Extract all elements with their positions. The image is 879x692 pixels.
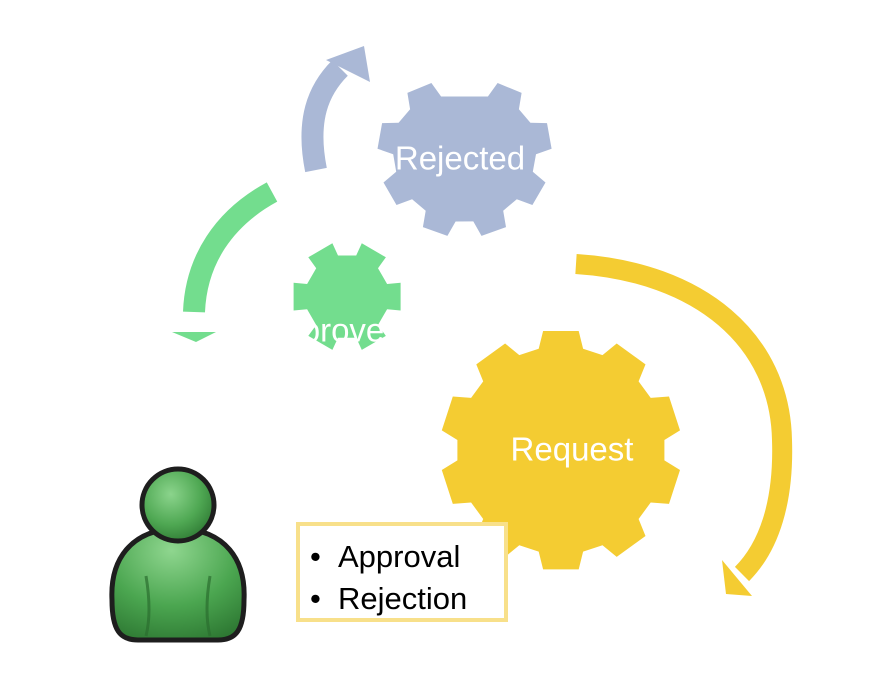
user-icon [109, 466, 247, 643]
gear-label-approved: Approved [261, 312, 402, 349]
gear-label-rejected: Rejected [395, 140, 525, 177]
decision-callout: • Approval • Rejection [296, 522, 508, 622]
bullet: • [310, 581, 321, 616]
gear-label-request: Request [511, 431, 634, 468]
list-item-approval: • Approval [310, 536, 496, 578]
gear-approved [293, 243, 401, 350]
gear-request [441, 331, 680, 570]
blue-arrow [301, 46, 370, 173]
list-item-label: Approval [338, 539, 461, 574]
list-item-label: Rejection [338, 581, 468, 616]
bullet: • [310, 539, 321, 574]
decision-list: • Approval • Rejection [310, 536, 496, 620]
yellow-arrow [575, 254, 793, 596]
gear-rejected [377, 83, 552, 236]
green-arrow [172, 182, 278, 342]
user-icon-body [109, 525, 247, 643]
list-item-rejection: • Rejection [310, 578, 496, 620]
user-icon-head [139, 466, 217, 544]
